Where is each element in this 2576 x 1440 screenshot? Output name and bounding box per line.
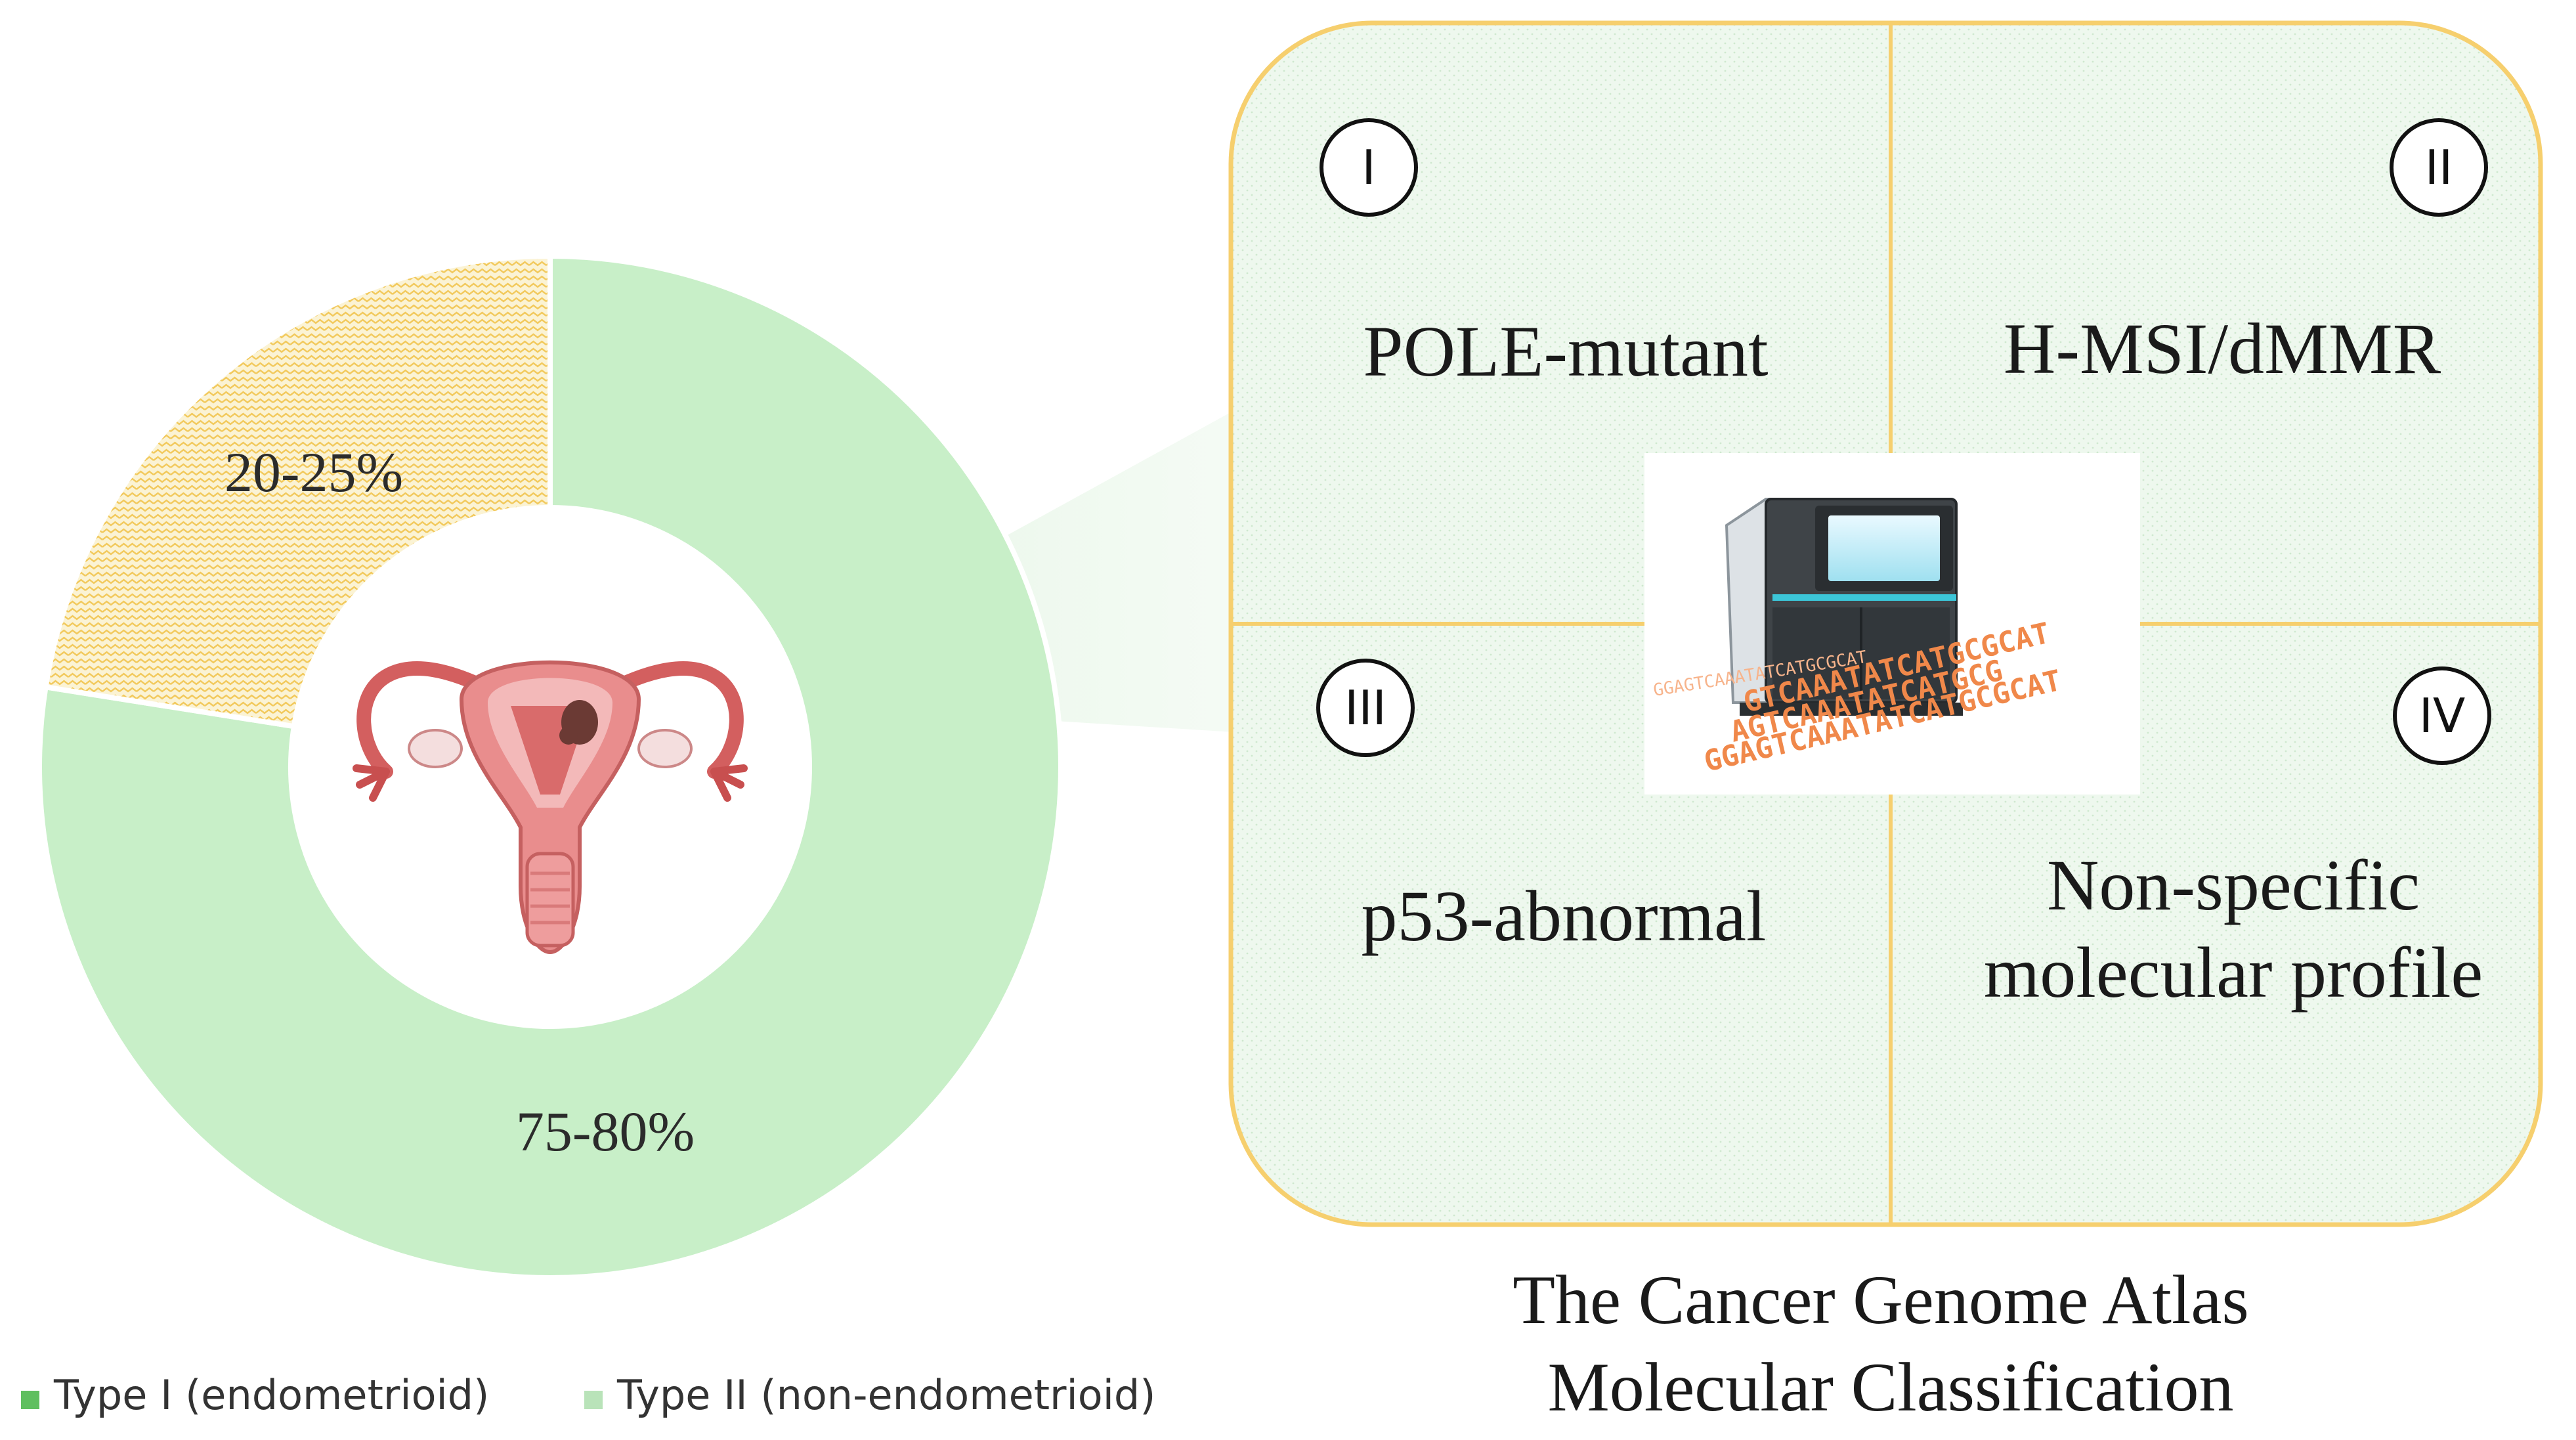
panel-caption-line2: Molecular Classification — [1548, 1349, 2234, 1426]
quadrant-badge-i: I — [1320, 118, 1418, 217]
legend-label-type-i: Type I (endometrioid) — [53, 1371, 489, 1419]
legend-swatch-type-i — [21, 1391, 39, 1409]
quadrant-label-nsmp-line1: Non-specific — [2047, 845, 2420, 925]
quadrant-label-pole: POLE-mutant — [1363, 311, 1768, 391]
panel-caption-line1: The Cancer Genome Atlas — [1513, 1261, 2248, 1338]
uterus-icon — [353, 660, 748, 955]
classification-panel: GGAGTCAAATATCATGCGCAT GTCAAATATCATGCGCAT… — [1228, 20, 2543, 1227]
quadrant-badge-iii: III — [1316, 659, 1415, 757]
svg-text:IV: IV — [2419, 688, 2466, 743]
svg-text:III: III — [1344, 680, 1386, 735]
legend-swatch-type-ii — [584, 1391, 603, 1409]
slice-label-type-ii: 20-25% — [225, 441, 403, 504]
slice-label-type-i: 75-80% — [516, 1100, 695, 1163]
dna-sequencer-icon — [1644, 453, 2140, 795]
quadrant-label-p53: p53-abnormal — [1361, 876, 1766, 956]
quadrant-label-msi: H-MSI/dMMR — [2004, 309, 2441, 389]
svg-text:I: I — [1362, 140, 1375, 195]
quadrant-label-nsmp-line2: molecular profile — [1984, 932, 2483, 1013]
legend: Type I (endometrioid) Type II (non-endom… — [21, 1371, 1155, 1419]
quadrant-badge-ii: II — [2390, 118, 2488, 217]
quadrant-badge-iv: IV — [2393, 666, 2491, 765]
svg-text:II: II — [2425, 140, 2453, 195]
legend-label-type-ii: Type II (non-endometrioid) — [616, 1371, 1155, 1419]
